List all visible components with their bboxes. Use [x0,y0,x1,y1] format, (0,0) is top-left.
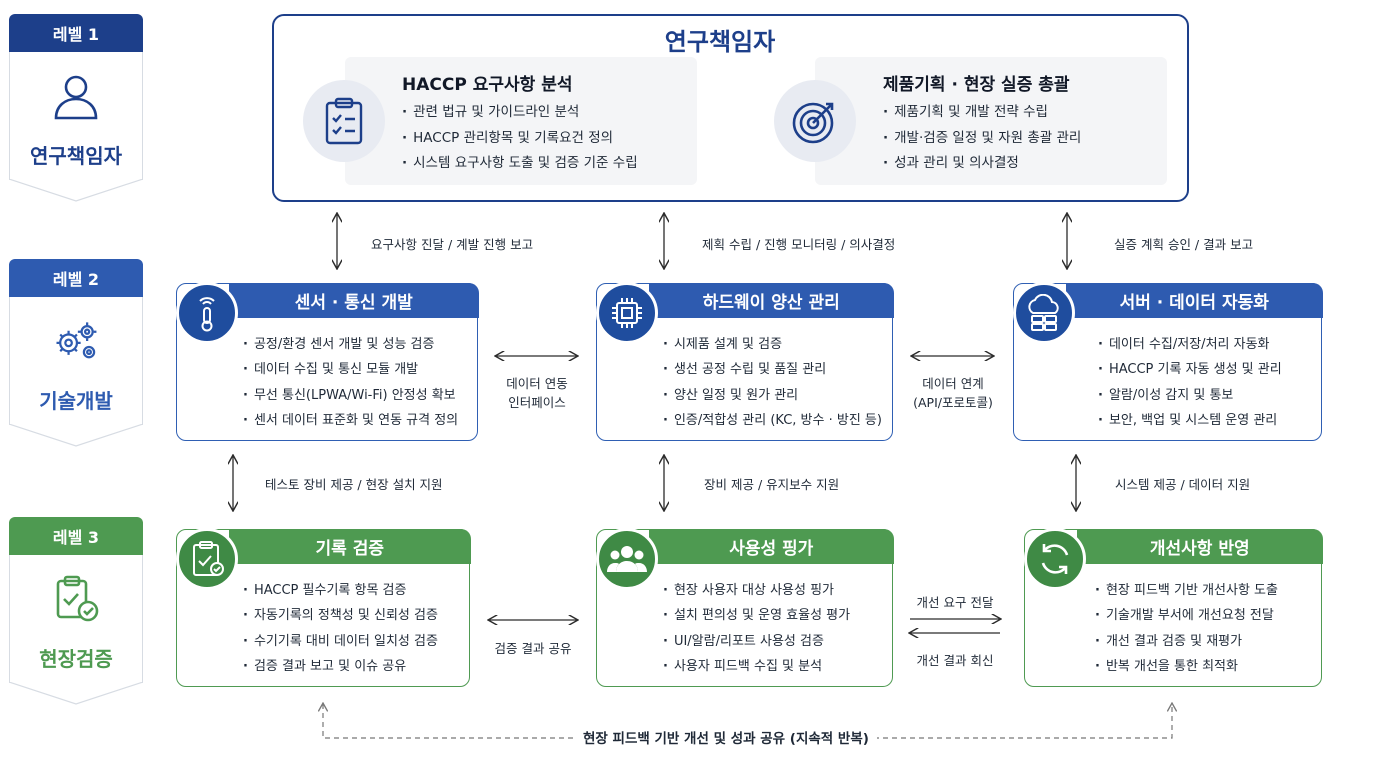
list-item: 수기기록 대비 데이터 일치성 검증 [243,629,438,654]
list-item: 자동기록의 정책성 및 신뢰성 검증 [243,603,438,628]
level-2-tab: 레벨 2 [9,259,143,297]
list-item: 무선 통신(LPWA/Wi-Fi) 안정성 확보 [243,383,458,408]
card-title: 서버 · 데이터 자동화 [1066,282,1323,318]
card-title: 하드웨이 양산 관리 [649,282,894,318]
list-item: 개선 결과 검증 및 재평가 [1095,629,1278,654]
level-2-body: 기술개발 [9,297,143,425]
level-1-tab: 레벨 1 [9,14,143,52]
usability-evaluation-card: 사용성 핑가 현장 사용자 대상 사용성 핑가 설치 편의성 및 운영 효율성 … [596,528,894,687]
connector-label-line: 인터페이스 [508,395,566,410]
list-item: 보안, 백업 및 시스템 운영 관리 [1098,408,1282,433]
product-planning-title: 제품기획 · 현장 실증 총괄 [883,75,1070,95]
connector-label: 요구사항 진달 / 계발 진행 보고 [371,237,534,252]
list-item: 센서 데이터 표준화 및 연동 규격 정의 [243,408,458,433]
connector-label: 개선 요구 전달 [916,595,994,610]
sensor-comm-card: 센서 · 통신 개발 공정/환경 센서 개발 및 성능 검증 데이터 수집 및 … [176,282,479,441]
card-title: 센서 · 통신 개발 [229,282,479,318]
improvement-reflection-list: 현장 피드백 기반 개선사항 도출 기술개발 부서에 개선요청 전달 개선 결과… [1095,578,1278,679]
chip-icon [596,282,658,344]
haccp-analysis-list: 관련 법규 및 가이드라인 분석 HACCP 관리항목 및 기록요건 정의 시스… [402,100,638,177]
users-icon [596,528,658,590]
sensor-icon [176,282,238,344]
list-item: 시제품 설계 및 검증 [663,332,882,357]
list-item: 설치 편의성 및 운영 효율성 평가 [663,603,850,628]
list-item: 제품기획 및 개발 전략 수립 [883,100,1081,126]
connector-label: 개선 결과 회신 [916,653,994,668]
list-item: 데이터 수집 및 통신 모듈 개발 [243,357,458,382]
level-2-chevron [9,424,143,447]
sensor-comm-list: 공정/환경 센서 개발 및 성능 검증 데이터 수집 및 통신 모듈 개발 무선… [243,332,458,433]
list-item: HACCP 관리항목 및 기록요건 정의 [402,126,638,152]
connector-label-line: (API/포로토콜) [913,395,993,410]
level-1-chevron [9,179,143,202]
refresh-icon [1024,528,1086,590]
card-title: 기록 검증 [229,528,471,564]
list-item: 데이터 수집/저장/처리 자동화 [1098,332,1282,357]
product-planning-list: 제품기획 및 개발 전략 수립 개발·검증 일정 및 자원 총괄 관리 성과 관… [883,100,1081,177]
list-item: HACCP 기록 자동 생성 및 관리 [1098,357,1282,382]
clipboard-check-icon [176,528,238,590]
connector-label: 데이터 연계 (API/포로토콜) [902,374,1004,412]
connector-label-line: 데이터 연계 [922,376,984,391]
server-data-automation-card: 서버 · 데이터 자동화 데이터 수집/저장/처리 자동화 HACCP 기록 자… [1013,282,1323,441]
haccp-analysis-title: HACCP 요구사항 분석 [402,75,573,95]
connector-label: 테스토 장비 제공 / 현장 설치 지원 [265,477,443,492]
gears-icon [50,315,102,367]
list-item: 현장 피드백 기반 개선사항 도출 [1095,578,1278,603]
person-icon [50,70,102,122]
connector-label: 제획 수립 / 진행 모니터링 / 의사결정 [702,237,896,252]
level-3-body: 현장검증 [9,555,143,683]
list-item: 알람/이성 감지 및 통보 [1098,383,1282,408]
improvement-reflection-card: 개선사항 반영 현장 피드백 기반 개선사항 도출 기술개발 부서에 개선요청 … [1024,528,1323,687]
target-icon [774,80,856,162]
connector-label: 시스템 제공 / 데이터 지원 [1115,477,1251,492]
list-item: 기술개발 부서에 개선요청 전달 [1095,603,1278,628]
list-item: 현장 사용자 대상 사용성 핑가 [663,578,850,603]
feedback-loop-line [323,704,1172,739]
list-item: 성과 관리 및 의사결정 [883,151,1081,177]
usability-evaluation-list: 현장 사용자 대상 사용성 핑가 설치 편의성 및 운영 효율성 평가 UI/알… [663,578,850,679]
list-item: 개발·검증 일정 및 자원 총괄 관리 [883,126,1081,152]
list-item: 인증/적합성 관리 (KC, 방수 · 방진 등) [663,408,882,433]
list-item: 관련 법규 및 가이드라인 분석 [402,100,638,126]
connector-label: 장비 제공 / 유지보수 지원 [704,477,840,492]
list-item: 시스템 요구사항 도출 및 검증 기준 수립 [402,151,637,177]
level-2-label: 기술개발 [39,389,113,413]
list-item: 양산 일정 및 원가 관리 [663,383,882,408]
connector-label: 실증 계획 승인 / 결과 보고 [1114,237,1254,252]
list-item: 반복 개선을 통한 최적화 [1095,654,1278,679]
record-verification-list: HACCP 필수기록 항목 검증 자동기록의 정책성 및 신뢰성 검증 수기기록… [243,578,438,679]
list-item: HACCP 필수기록 항목 검증 [243,578,438,603]
hardware-mass-production-card: 하드웨이 양산 관리 시제품 설계 및 검증 생선 공정 수립 및 품질 관리 … [596,282,894,441]
connector-label-line: 데이터 연동 [506,376,568,391]
level-3-tab: 레벨 3 [9,517,143,555]
record-verification-card: 기록 검증 HACCP 필수기록 항목 검증 자동기록의 정책성 및 신뢰성 검… [176,528,471,687]
level-3-label: 현장검증 [39,647,113,671]
level-1-label: 연구책임자 [30,144,122,168]
list-item: UI/알람/리포트 사용성 검증 [663,629,850,654]
list-item: 검증 결과 보고 및 이슈 공유 [243,654,438,679]
hardware-mass-production-list: 시제품 설계 및 검증 생선 공정 수립 및 품질 관리 양산 일정 및 원가 … [663,332,882,433]
list-item: 사용자 피드백 수집 및 분석 [663,654,850,679]
connector-label: 데이터 연동 인터페이스 [496,374,578,412]
list-item: 공정/환경 센서 개발 및 성능 검증 [243,332,458,357]
feedback-loop-label: 현장 피드백 기반 개선 및 성과 공유 (지속적 반복) [575,727,877,747]
checklist-icon [303,80,385,162]
level-1-body: 연구책임자 [9,52,143,180]
list-item: 생선 공정 수립 및 품질 관리 [663,357,882,382]
clipboard-check-icon [50,573,102,625]
connector-label: 검증 결과 공유 [494,641,572,656]
level-3-chevron [9,682,143,705]
card-title: 개선사항 반영 [1077,528,1323,564]
server-data-automation-list: 데이터 수집/저장/처리 자동화 HACCP 기록 자동 생성 및 관리 알람/… [1098,332,1282,433]
card-title: 사용성 핑가 [649,528,894,564]
cloud-server-icon [1013,282,1075,344]
principal-investigator-title: 연구책임자 [630,22,810,57]
